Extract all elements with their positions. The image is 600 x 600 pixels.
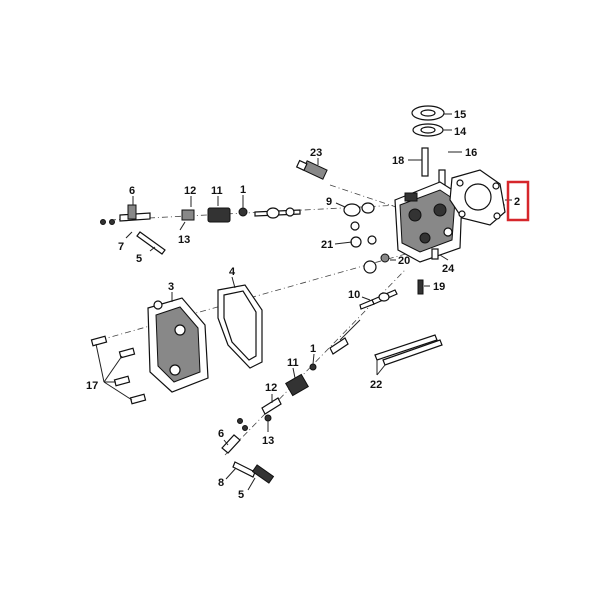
spark-plug [295, 159, 328, 180]
label-10: 10 [348, 289, 360, 301]
long-studs [374, 334, 443, 366]
flange-gaskets [411, 105, 445, 137]
cover-gasket [217, 284, 263, 369]
label-16: 16 [465, 147, 477, 159]
upper-valve-train [100, 204, 301, 255]
cylinder-head-gasket [449, 169, 506, 226]
label-13-lower: 13 [262, 435, 274, 447]
label-4: 4 [229, 266, 236, 278]
label-5-upper: 5 [136, 253, 142, 265]
stud-bolt [421, 147, 429, 177]
label-19: 19 [433, 281, 445, 293]
label-9: 9 [326, 196, 332, 208]
label-12-lower: 12 [265, 382, 277, 394]
oil-seals [343, 202, 377, 248]
label-1-lower: 1 [310, 343, 316, 355]
label-15: 15 [454, 109, 466, 121]
label-13-upper: 13 [178, 234, 190, 246]
valve [359, 289, 398, 310]
leader-lines [95, 113, 512, 491]
cover-bolts [90, 335, 147, 405]
label-3: 3 [168, 281, 174, 293]
label-14: 14 [454, 126, 467, 138]
label-7: 7 [118, 241, 124, 253]
label-18: 18 [392, 155, 404, 167]
label-11-lower: 11 [287, 357, 299, 369]
label-17: 17 [86, 380, 98, 392]
lower-valve-train [221, 319, 361, 484]
label-1-upper: 1 [240, 184, 246, 196]
label-24: 24 [442, 263, 455, 275]
label-2: 2 [514, 196, 520, 208]
label-8: 8 [218, 477, 224, 489]
nut-and-bolt [363, 253, 424, 295]
dowel-pin [431, 248, 439, 260]
label-23: 23 [310, 147, 322, 159]
highlight-box [506, 180, 530, 222]
label-20: 20 [398, 255, 410, 267]
label-5-lower: 5 [238, 489, 244, 501]
label-21: 21 [321, 239, 333, 251]
label-12-upper: 12 [184, 185, 196, 197]
label-6-lower: 6 [218, 428, 224, 440]
cylinder-head [394, 181, 463, 263]
label-6-upper: 6 [129, 185, 135, 197]
part-number-labels: 15 14 16 18 23 2 6 12 11 1 9 7 13 5 21 2… [86, 109, 530, 501]
cylinder-head-cover [147, 297, 209, 393]
label-11-upper: 11 [211, 185, 223, 197]
label-22: 22 [370, 379, 382, 391]
